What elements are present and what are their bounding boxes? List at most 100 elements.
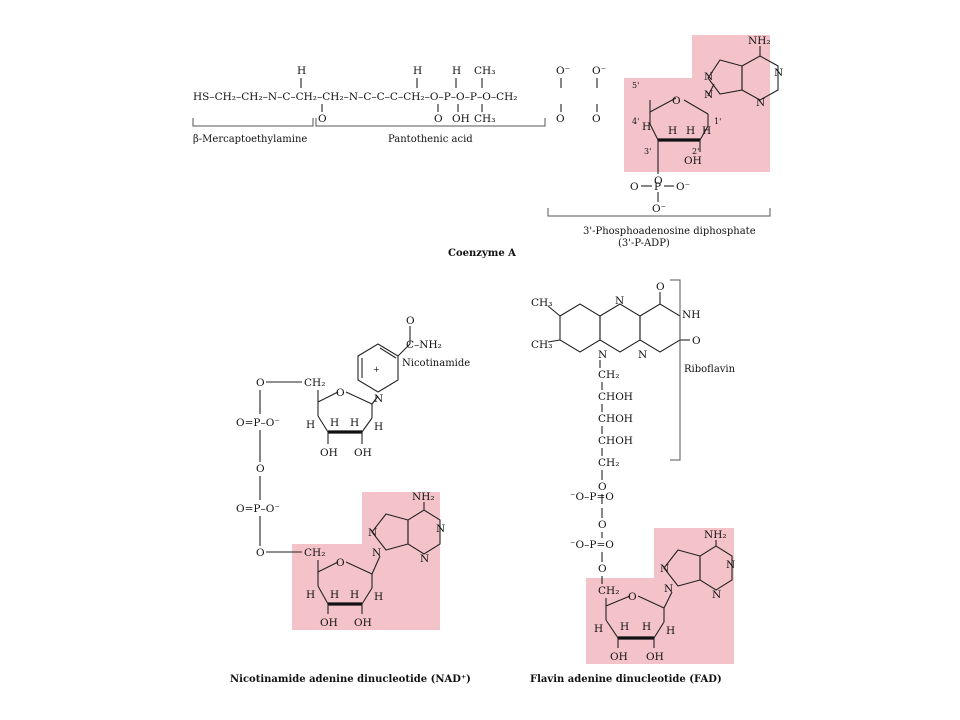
fad-bridge-o: O	[598, 519, 607, 531]
coa-ch3-bottom: CH₃	[474, 113, 495, 125]
fad-bond	[605, 595, 631, 607]
coa-adp-highlight	[624, 35, 770, 172]
fad-ring-o: O	[628, 591, 637, 603]
nad-amide-o: O	[406, 315, 415, 327]
nad-bond	[317, 391, 339, 403]
coa-carbonyl-o2: O	[434, 113, 443, 125]
coa-ring-h4: H	[642, 121, 651, 133]
nad-oh: OH	[354, 617, 372, 629]
nad-h: H	[350, 417, 359, 429]
coa-ring-o: O	[672, 95, 681, 107]
nicotinamide-ring: + N O C–NH₂ Nicotinamide	[357, 315, 470, 405]
coa-3p-o-minus-bottom: O⁻	[652, 203, 666, 215]
fad-adenine-n: N	[712, 589, 721, 601]
coa-caption: Coenzyme A	[448, 248, 516, 259]
coa-pos-5: 5'	[632, 81, 639, 90]
fad-h: H	[594, 623, 603, 635]
nad-carboxamide: C–NH₂	[406, 339, 442, 351]
nad-adenine-n: N	[436, 523, 445, 535]
fad-ring-n: N	[638, 349, 647, 361]
coa-ring-oh: OH	[684, 155, 702, 167]
fad-phosphate-1: ⁻O–P=O	[570, 491, 614, 503]
nad-bond	[317, 561, 339, 573]
fad-ch2: CH₂	[598, 369, 619, 381]
fad-ring-o-top: O	[656, 281, 665, 293]
nad-ring-o-bottom: O	[336, 557, 345, 569]
nad-oh: OH	[320, 447, 338, 459]
nad-h: H	[350, 589, 359, 601]
fad-phosphate-2: ⁻O–P=O	[570, 539, 614, 551]
nad-phosphate-1: O=P–O⁻	[236, 417, 280, 429]
fad-ch3: CH₃	[531, 297, 552, 309]
nad-h: H	[374, 591, 383, 603]
fad-ribose: O H H H H OH OH	[594, 591, 675, 663]
coa-p2-o-minus: O⁻	[592, 65, 606, 77]
coa-bond	[683, 99, 709, 115]
fad-adenine-nh2: NH₂	[704, 529, 727, 541]
nad-adenine-n: N	[420, 553, 429, 565]
nad-bond	[345, 561, 373, 575]
coa-3p-p: P	[654, 181, 661, 193]
fad-chohl: CHOH	[598, 391, 633, 403]
nad-caption: Nicotinamide adenine dinucleotide (NAD⁺)	[230, 674, 471, 685]
coa-3p-o-minus: O⁻	[676, 181, 690, 193]
nad-ch2-top: CH₂	[304, 377, 325, 389]
fad-pyrazine-ring	[599, 303, 641, 353]
fad-bond	[637, 595, 665, 609]
nad-bond	[361, 417, 373, 433]
ribityl-chain: CH₂ CHOH CHOH CHOH CH₂ O	[598, 360, 633, 493]
nad-adenine-nh2: NH₂	[412, 491, 435, 503]
coa-bond	[649, 123, 659, 141]
fad-chohl: CHOH	[598, 435, 633, 447]
nad-top-ribose: O CH₂ O H H H H OH OH	[256, 377, 383, 459]
coa-ch3-top: CH₃	[474, 65, 495, 77]
fad-bond	[547, 339, 561, 343]
fad-adenine-n: N	[660, 563, 669, 575]
riboflavin-bracket	[670, 279, 681, 461]
fad-ring-n: N	[615, 295, 624, 307]
fad-ring-n10: N	[598, 349, 607, 361]
fad-chohl: CHOH	[598, 413, 633, 425]
coa-ring-h3: H	[668, 125, 677, 137]
fad-ch2-ribose: CH₂	[598, 585, 619, 597]
nad-h: H	[330, 589, 339, 601]
fad-h: H	[642, 621, 651, 633]
coa-ring-h2: H	[686, 125, 695, 137]
nad-phosphate-2: O=P–O⁻	[236, 503, 280, 515]
isoalloxazine-ring: CH₃ CH₃ N N N NH O O	[531, 281, 701, 361]
nad-adenine: N N N N NH₂	[368, 491, 445, 575]
nicotinamide-plus: +	[373, 365, 380, 374]
fad-h: H	[666, 625, 675, 637]
fad-bond	[653, 621, 665, 639]
nad-h: H	[306, 589, 315, 601]
nicotinamide-n: N	[374, 393, 383, 405]
nad-adenine-n: N	[368, 527, 377, 539]
padp-bracket	[547, 208, 771, 217]
nad-oh: OH	[354, 447, 372, 459]
nad-h: H	[330, 417, 339, 429]
fad-ring-nh: NH	[682, 309, 700, 321]
fad-h: H	[620, 621, 629, 633]
nad-bottom-ribose: CH₂ O H H H H OH OH	[266, 547, 383, 629]
nad-adenine-n: N	[372, 547, 381, 559]
coa-amide-h2: H	[413, 65, 422, 77]
coa-bond	[707, 83, 715, 97]
riboflavin-label: Riboflavin	[684, 364, 736, 375]
coa-adenine-n3: N	[756, 97, 765, 109]
coa-chain: HS–CH₂–CH₂–N–C–CH₂–CH₂–N–C–C–C–CH₂–O–P–O…	[193, 91, 517, 103]
nad-bond	[379, 347, 397, 359]
coa-oh: OH	[452, 113, 470, 125]
mercaptoethylamine-bracket	[192, 118, 314, 127]
nad-h: H	[374, 421, 383, 433]
coa-p1-o-minus: O⁻	[556, 65, 570, 77]
nad-structure: + N O C–NH₂ Nicotinamide O CH₂ O H H H	[230, 315, 471, 685]
padp-label-line1: 3'-Phosphoadenosine diphosphate	[583, 226, 756, 237]
coa-pos-1: 1'	[714, 117, 721, 126]
nad-o-top: O	[256, 377, 265, 389]
fad-bond	[547, 305, 561, 317]
nad-bond	[361, 587, 373, 605]
coa-bond	[699, 125, 709, 141]
coa-p1-o: O	[556, 113, 565, 125]
